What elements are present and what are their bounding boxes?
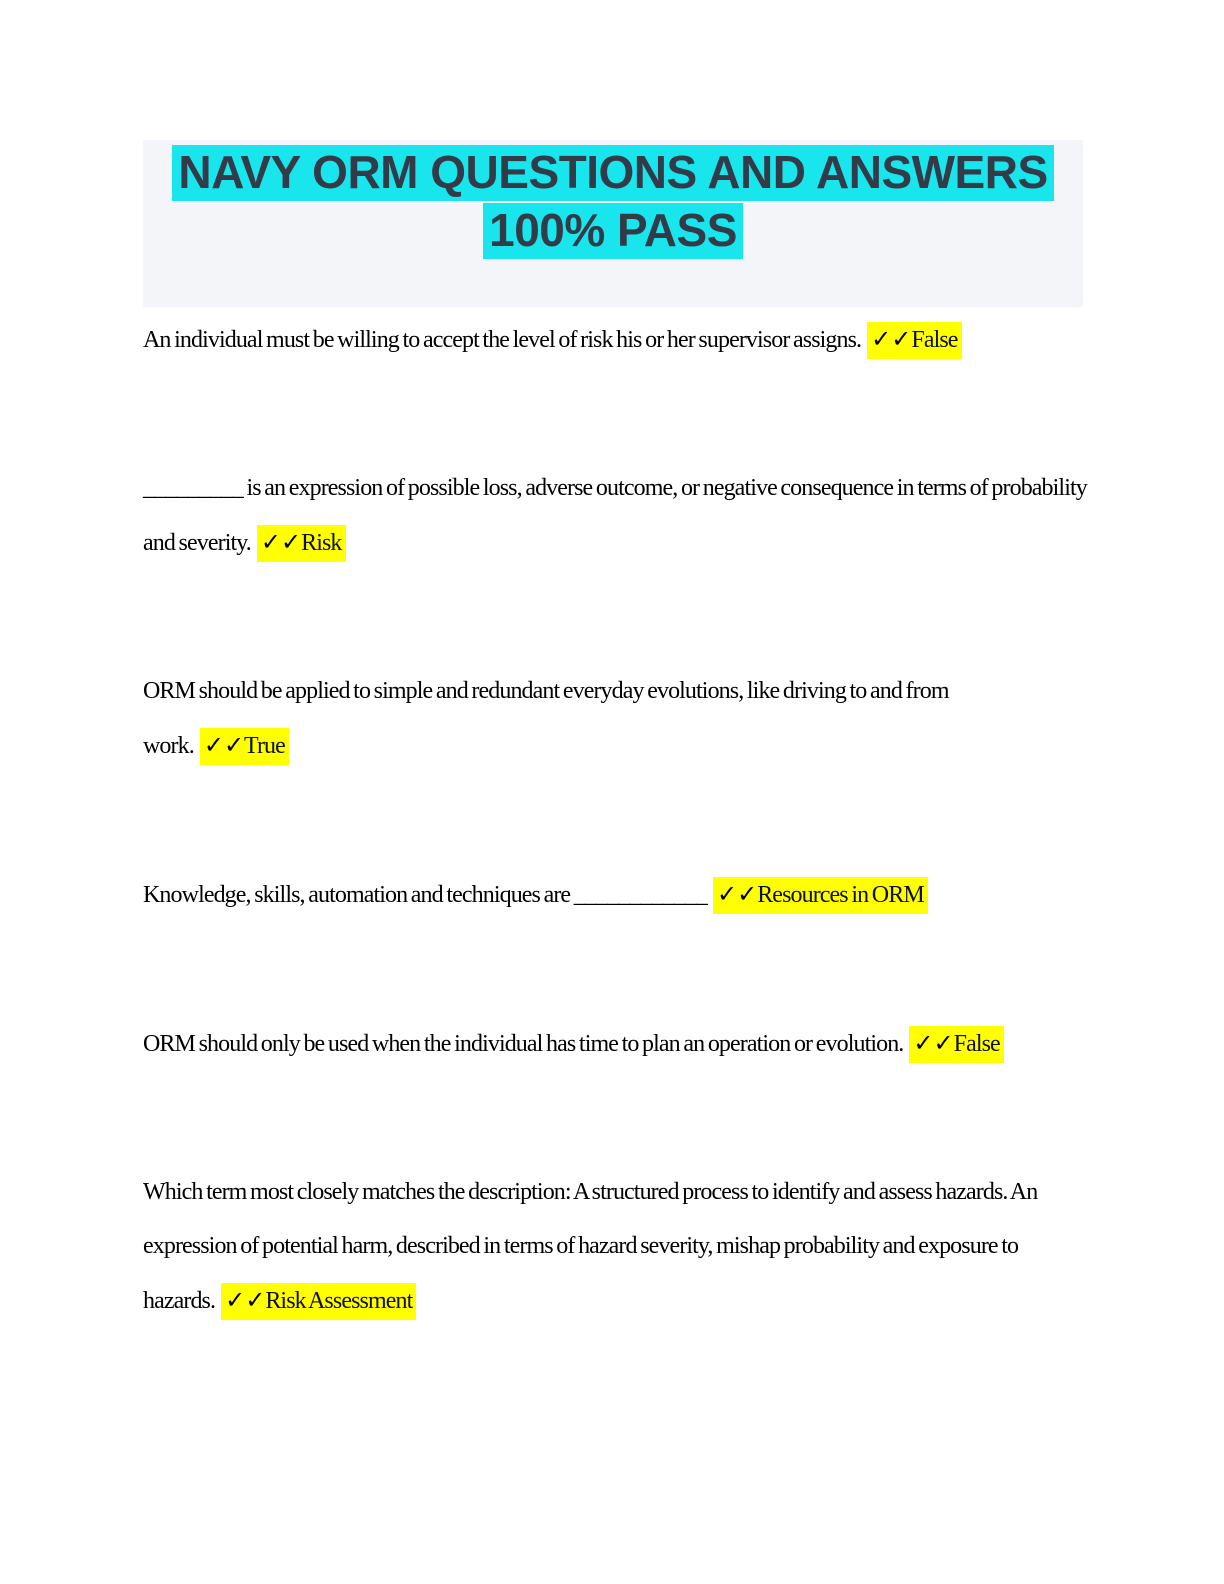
answer-highlight: ✓✓Resources in ORM	[712, 877, 928, 914]
question-text: ORM should be applied to simple and redu…	[143, 678, 950, 759]
double-checkmark-icon: ✓✓	[716, 880, 758, 908]
question-text: Knowledge, skills, automation and techni…	[143, 882, 708, 908]
question-item: An individual must be willing to accept …	[143, 312, 1088, 367]
question-item: ORM should only be used when the individ…	[143, 1016, 1088, 1071]
document-title-line-2: 100% PASS	[143, 201, 1083, 259]
question-text: Which term most closely matches the desc…	[143, 1179, 1038, 1314]
double-checkmark-icon: ✓✓	[871, 325, 912, 353]
double-checkmark-icon: ✓✓	[913, 1029, 954, 1057]
answer-text: Resources in ORM	[757, 882, 924, 908]
double-checkmark-icon: ✓✓	[225, 1286, 266, 1314]
title-highlight-2: 100% PASS	[483, 203, 743, 259]
question-text: An individual must be willing to accept …	[143, 327, 862, 353]
answer-text: False	[953, 1031, 1001, 1057]
double-checkmark-icon: ✓✓	[203, 731, 245, 759]
answer-highlight: ✓✓False	[909, 1026, 1004, 1063]
question-text: _________ is an expression of possible l…	[143, 475, 1088, 556]
double-checkmark-icon: ✓✓	[260, 528, 302, 556]
answer-text: Risk	[301, 530, 342, 556]
question-item: Which term most closely matches the desc…	[143, 1165, 1088, 1328]
answer-text: True	[244, 733, 286, 759]
answer-text: False	[911, 327, 958, 353]
question-item: ORM should be applied to simple and redu…	[143, 664, 1088, 773]
title-highlight-1: NAVY ORM QUESTIONS AND ANSWERS	[172, 145, 1054, 201]
answer-highlight: ✓✓Risk Assessment	[221, 1283, 417, 1320]
title-block: NAVY ORM QUESTIONS AND ANSWERS 100% PASS	[143, 140, 1083, 307]
answer-highlight: ✓✓False	[867, 322, 962, 359]
answer-highlight: ✓✓Risk	[256, 525, 346, 562]
answer-text: Risk Assessment	[265, 1288, 413, 1314]
answer-highlight: ✓✓True	[199, 728, 289, 765]
question-list: An individual must be willing to accept …	[143, 311, 1088, 1328]
question-item: Knowledge, skills, automation and techni…	[143, 867, 1088, 922]
question-text: ORM should only be used when the individ…	[143, 1031, 904, 1057]
document-content: NAVY ORM QUESTIONS AND ANSWERS 100% PASS…	[143, 140, 1088, 1422]
document-title-line-1: NAVY ORM QUESTIONS AND ANSWERS	[143, 143, 1083, 201]
question-item: _________ is an expression of possible l…	[143, 461, 1088, 570]
